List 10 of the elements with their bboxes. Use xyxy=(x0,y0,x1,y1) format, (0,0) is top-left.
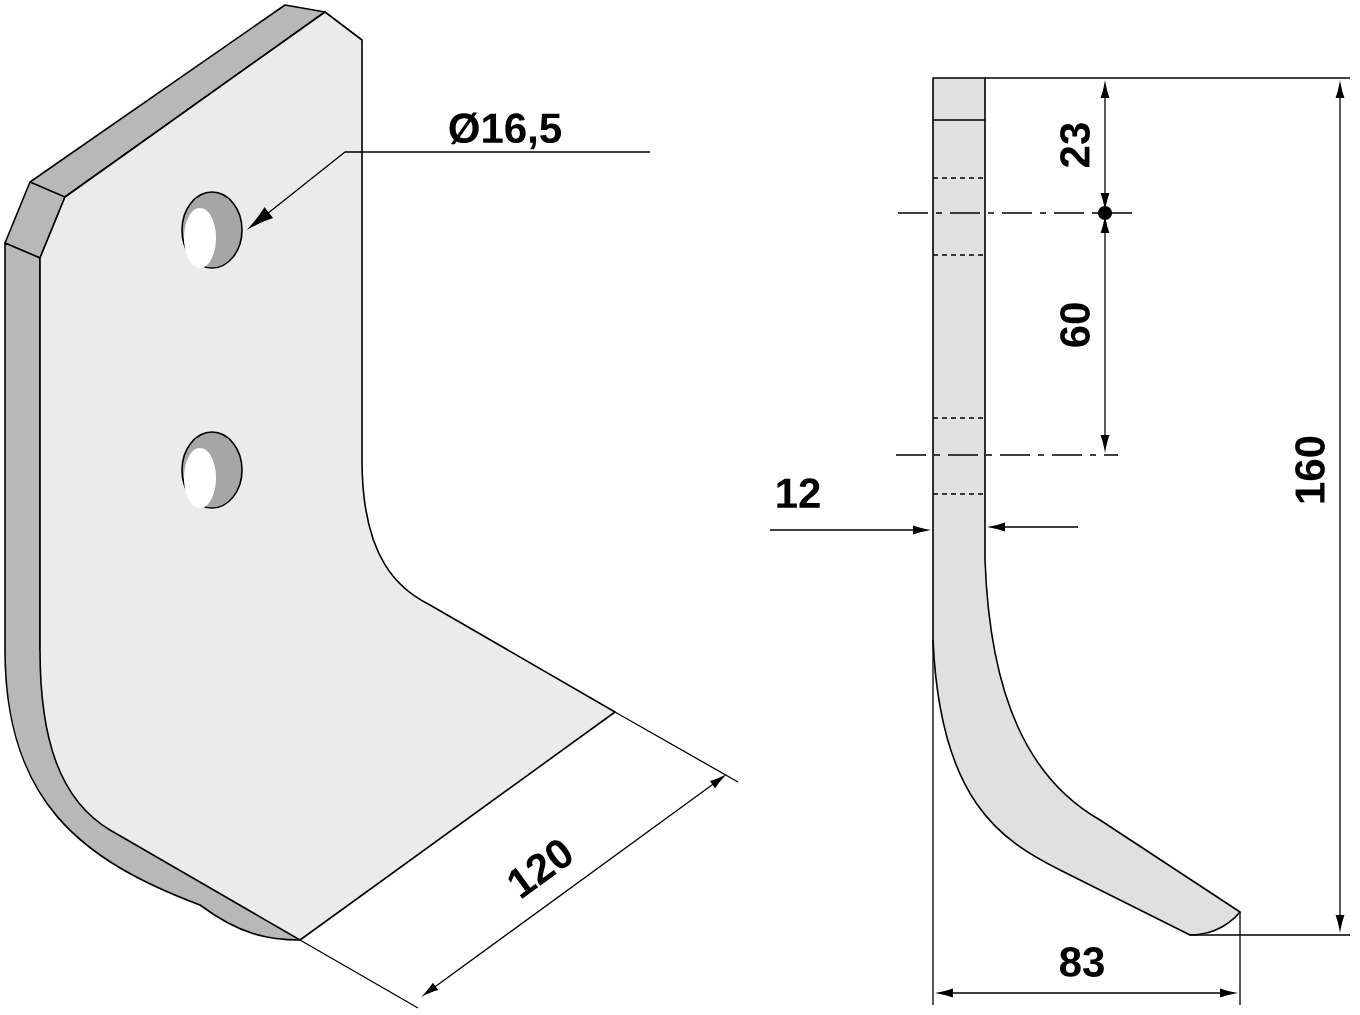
dimension-label: Ø16,5 xyxy=(449,112,562,150)
dimension-label: 23 xyxy=(1060,123,1090,167)
dimension-label: 83 xyxy=(1060,947,1104,977)
leader-line xyxy=(249,151,651,229)
dimension-label: 12 xyxy=(777,478,820,508)
dimension-label: 160 xyxy=(1295,436,1325,503)
dimension-label: 120 xyxy=(508,840,572,899)
dimension-label: 60 xyxy=(1060,303,1090,347)
hole xyxy=(181,191,243,269)
hole xyxy=(181,431,243,509)
